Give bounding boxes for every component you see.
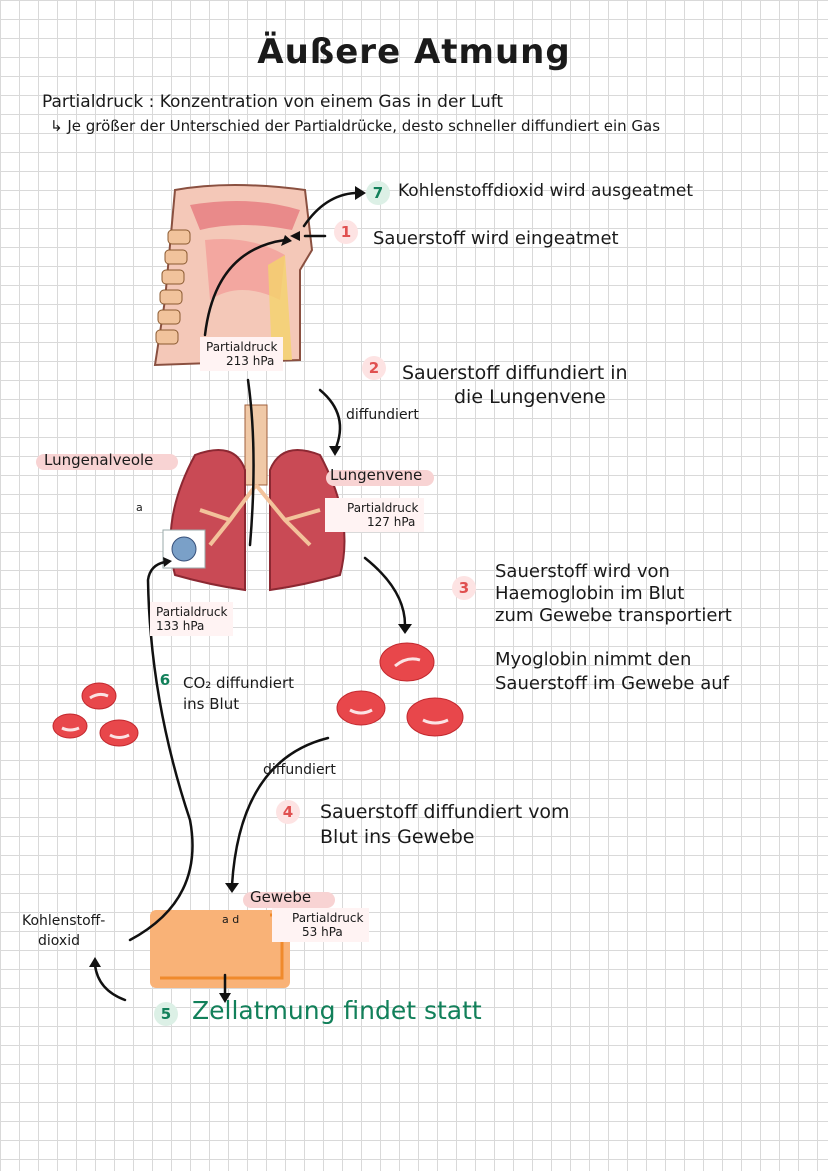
step-3-text-line2: Haemoglobin im Blut xyxy=(495,583,685,604)
pd-133-value: 133 hPa xyxy=(156,619,205,633)
kohlenstoffdioxid-label-line2: dioxid xyxy=(38,933,80,949)
tissue-block xyxy=(150,910,290,988)
annotation-ad: a d xyxy=(222,913,240,926)
red-blood-cells xyxy=(52,642,464,747)
partialdruck-127-label: Partialdruck 127 hPa xyxy=(325,498,425,532)
myoglobin-text-line1: Myoglobin nimmt den xyxy=(495,649,692,670)
myoglobin-text-line2: Sauerstoff im Gewebe auf xyxy=(495,673,729,694)
diffundiert-label-2: diffundiert xyxy=(263,762,336,778)
page-title: Äußere Atmung xyxy=(257,32,571,72)
pd-53-value: 53 hPa xyxy=(302,925,343,939)
step-5-text: Zellatmung findet statt xyxy=(192,996,482,1025)
step-3-text-line1: Sauerstoff wird von xyxy=(495,561,670,582)
pd-213-title: Partialdruck xyxy=(206,340,278,354)
step-4-badge: 4 xyxy=(276,800,300,824)
annotation-a: a xyxy=(136,501,143,514)
head-cross-section-image xyxy=(153,184,314,367)
step-3-badge: 3 xyxy=(452,576,476,600)
intro-definition: Partialdruck : Konzentration von einem G… xyxy=(42,92,504,112)
step-2-text-line2: die Lungenvene xyxy=(454,386,606,408)
lungenvene-highlight xyxy=(326,470,434,486)
pd-133-title: Partialdruck xyxy=(156,605,228,619)
arrows xyxy=(93,191,407,1002)
lungenvene-label: Lungenvene xyxy=(330,466,423,484)
partialdruck-213-label: Partialdruck 213 hPa xyxy=(200,337,284,371)
step-4-text-line2: Blut ins Gewebe xyxy=(320,826,475,848)
diffundiert-label-1: diffundiert xyxy=(346,407,419,423)
gewebe-highlight xyxy=(243,892,335,908)
step-4-text-line1: Sauerstoff diffundiert vom xyxy=(320,801,570,823)
step-1-badge: 1 xyxy=(334,220,358,244)
kohlenstoffdioxid-label-line1: Kohlenstoff- xyxy=(22,913,106,929)
step-3-text-line3: zum Gewebe transportiert xyxy=(495,605,732,626)
gewebe-label: Gewebe xyxy=(250,888,312,906)
step-1-text: Sauerstoff wird eingeatmet xyxy=(373,228,619,249)
step-6-text-line2: ins Blut xyxy=(183,695,240,713)
step-7-text: Kohlenstoffdioxid wird ausgeatmet xyxy=(398,181,694,201)
pd-127-value: 127 hPa xyxy=(367,515,416,529)
step-2-text-line1: Sauerstoff diffundiert in xyxy=(402,362,628,384)
pd-127-title: Partialdruck xyxy=(347,501,419,515)
step-2-badge: 2 xyxy=(362,356,386,380)
step-6-badge: 6 xyxy=(159,671,171,689)
lungenalveole-highlight xyxy=(36,454,178,470)
partialdruck-133-label: Partialdruck 133 hPa xyxy=(150,602,234,636)
pd-53-title: Partialdruck xyxy=(292,911,364,925)
partialdruck-53-label: Partialdruck 53 hPa xyxy=(272,908,370,942)
step-6-text-line1: CO₂ diffundiert xyxy=(183,674,295,692)
pd-213-value: 213 hPa xyxy=(226,354,275,368)
step-7-badge: 7 xyxy=(366,181,390,205)
step-5-badge: 5 xyxy=(154,1002,178,1026)
intro-note: ↳ Je größer der Unterschied der Partiald… xyxy=(50,117,661,135)
lungenalveole-label: Lungenalveole xyxy=(44,451,154,469)
